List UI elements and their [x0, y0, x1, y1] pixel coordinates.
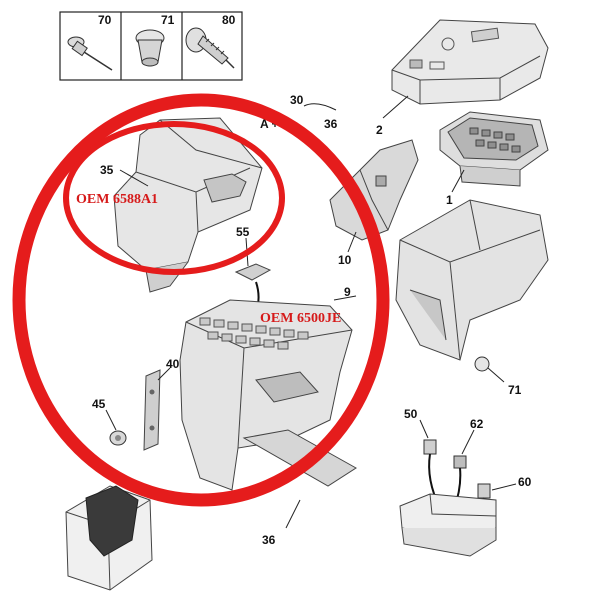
callout-9: 9: [344, 285, 351, 299]
fuse-box-cover: [391, 19, 549, 105]
hardware-label-70: 70: [98, 13, 112, 27]
callout-60: 60: [518, 475, 532, 489]
push-pin-71: [474, 356, 505, 383]
flat-bracket-36: [242, 429, 357, 529]
oem-label-upper: OEM 6588A1: [76, 192, 158, 207]
battery: [65, 485, 153, 591]
relay-base: [399, 493, 497, 557]
callout-30: 30: [290, 93, 304, 107]
callout-45: 45: [92, 397, 106, 411]
callout-40: 40: [166, 357, 180, 371]
highlight-circle-small: [63, 121, 285, 275]
relay-fuse-module: [439, 111, 549, 187]
mounting-tray: [395, 199, 549, 361]
bracket-part: [329, 139, 419, 241]
callout-2: 2: [376, 123, 383, 137]
bracket-40: [143, 369, 161, 451]
oem-label-lower: OEM 6500JE: [260, 311, 341, 326]
fuse-50: [423, 439, 441, 509]
hardware-box: 70 71 80: [59, 11, 243, 81]
callout-71: 71: [508, 383, 522, 397]
push-pin-icon: [135, 29, 165, 67]
highlight-circle-large: [12, 93, 390, 507]
nut-45: [109, 430, 127, 446]
callout-10: 10: [338, 253, 352, 267]
callout-50: 50: [404, 407, 418, 421]
callout-55: 55: [236, 225, 250, 239]
rivet-icon: [67, 36, 113, 71]
callout-35: 35: [100, 163, 114, 177]
callout-62: 62: [470, 417, 484, 431]
callout-36-bottom: 36: [262, 533, 276, 547]
callout-1: 1: [446, 193, 453, 207]
hardware-label-80: 80: [222, 13, 236, 27]
hardware-label-71: 71: [161, 13, 175, 27]
callout-labels: 30 A + 36 2 1 10 9 35 55 40 45 71 50 62 …: [92, 93, 532, 547]
screw-icon: [185, 27, 235, 69]
main-fuse-box: [179, 299, 353, 491]
callout-36-top: 36: [324, 117, 338, 131]
